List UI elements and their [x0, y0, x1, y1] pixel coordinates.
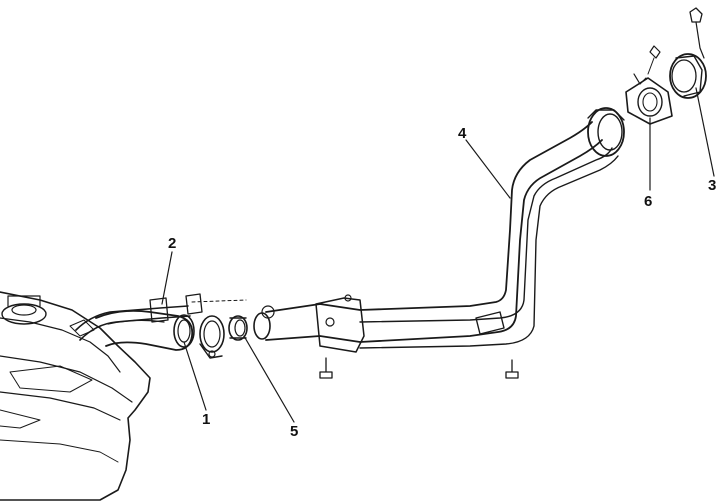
grommet	[228, 315, 248, 341]
callout-3: 3	[708, 177, 716, 194]
cap-seal-ring	[625, 45, 673, 125]
callout-5: 5	[290, 423, 298, 440]
callout-4: 4	[458, 125, 467, 142]
filler-neck-pipe	[253, 107, 625, 379]
hose-clamp	[199, 315, 225, 359]
callout-2: 2	[168, 235, 176, 252]
fuel-cap	[669, 7, 707, 99]
leader-lines	[161, 87, 715, 423]
fuel-tank	[0, 291, 151, 501]
callout-6: 6	[644, 193, 652, 210]
callout-1: 1	[202, 411, 210, 428]
filler-hose-lower	[95, 309, 195, 351]
